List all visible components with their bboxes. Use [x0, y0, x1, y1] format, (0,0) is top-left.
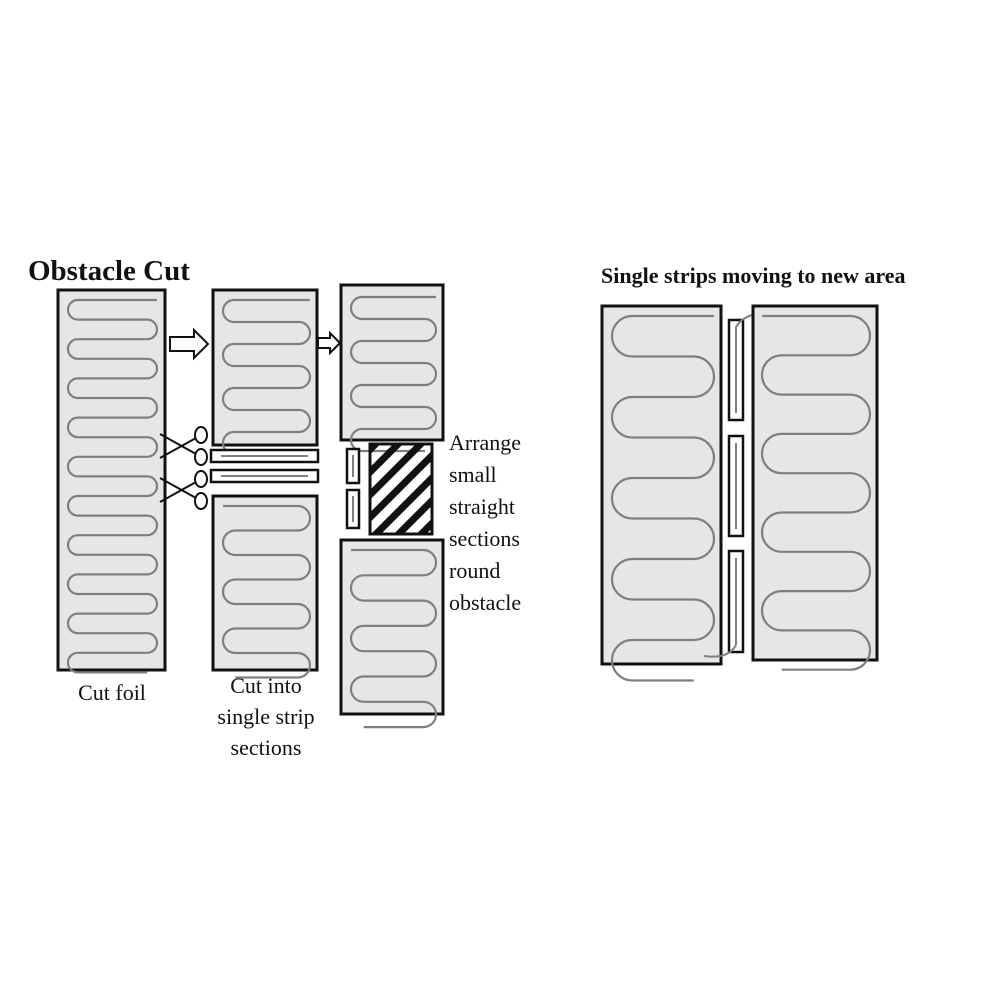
- moved-single-strip: [727, 318, 745, 422]
- scissors-icon: [159, 470, 208, 510]
- obstacle-cut-title: Obstacle Cut: [28, 255, 190, 287]
- right-arrow-icon: [317, 330, 342, 356]
- arrange-label-line-2: small: [449, 462, 497, 487]
- moved-single-strip: [727, 434, 745, 538]
- single-strips-title: Single strips moving to new area: [601, 263, 906, 288]
- small-straight-section: [345, 447, 361, 485]
- connecting-wire: [703, 644, 737, 658]
- cut-foil-mat: [56, 288, 167, 674]
- cut-into-label-line-3: sections: [231, 735, 302, 760]
- small-straight-section: [345, 488, 361, 530]
- arranged-lower-section: [339, 538, 445, 729]
- cut-foil-label: Cut foil: [78, 680, 146, 705]
- arrange-label-line-1: Arrange: [449, 430, 521, 455]
- arrange-label-line-5: round: [449, 558, 500, 583]
- right-arrow-icon: [169, 327, 210, 361]
- single-strip-section: [209, 468, 320, 484]
- scissors-icon: [159, 426, 208, 466]
- arrange-label-line-6: obstacle: [449, 590, 521, 615]
- lower-foil-section: [211, 494, 319, 679]
- right-foil-mat: [751, 304, 879, 671]
- arrange-label-line-4: sections: [449, 526, 520, 551]
- left-foil-mat: [600, 304, 723, 682]
- moved-single-strip: [727, 549, 745, 654]
- single-strip-section: [209, 448, 320, 464]
- cut-into-label-line-2: single strip: [217, 704, 314, 729]
- upper-foil-section: [211, 288, 319, 456]
- cut-into-label-line-1: Cut into: [230, 673, 302, 698]
- obstacle: [368, 442, 434, 536]
- arrange-label-line-3: straight: [449, 494, 515, 519]
- arranged-upper-section: [339, 283, 445, 453]
